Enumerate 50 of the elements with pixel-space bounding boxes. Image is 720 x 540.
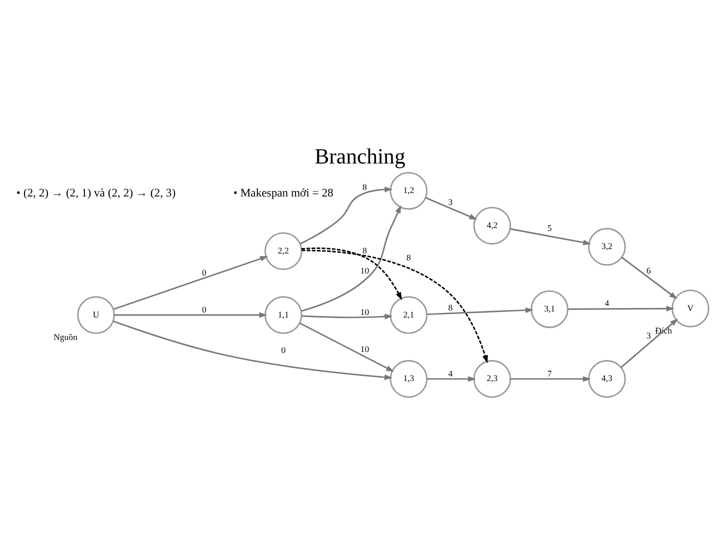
arrow xyxy=(425,197,478,220)
edge-label: 8 xyxy=(362,246,367,256)
node-circle: 3,2 xyxy=(588,228,626,266)
arrow xyxy=(427,307,534,316)
node-circle: 1,2 xyxy=(390,172,428,210)
edge-label: 0 xyxy=(281,345,286,356)
arrow xyxy=(113,256,268,310)
edge-label: 10 xyxy=(360,306,370,317)
arrow xyxy=(620,318,678,368)
node-circle: 2,2 xyxy=(264,232,302,270)
arrow xyxy=(510,376,591,382)
arrow xyxy=(621,256,678,300)
arrow xyxy=(427,376,476,382)
node-circle: 1,1 xyxy=(264,296,302,334)
edge-label: 10 xyxy=(360,265,370,276)
node-circle: 2,1 xyxy=(390,296,428,334)
node-circle: 1,3 xyxy=(390,360,428,398)
edge-label: 8 xyxy=(406,252,411,262)
arrow xyxy=(510,228,592,246)
arrow xyxy=(302,250,488,364)
edge-label: 3 xyxy=(448,197,453,208)
edge-label: 4 xyxy=(448,368,453,378)
node-circle: 4,2 xyxy=(473,206,512,245)
arrow xyxy=(302,314,393,320)
edge-label: 5 xyxy=(547,223,552,234)
arrow xyxy=(114,312,268,318)
node-label: Nguồn xyxy=(54,332,78,342)
arrow xyxy=(301,205,402,312)
node-circle: 2,3 xyxy=(473,360,512,398)
edge-label: 4 xyxy=(604,298,610,308)
arrow xyxy=(299,322,394,372)
edge-label: 3 xyxy=(646,330,651,341)
edge-label: 0 xyxy=(202,304,206,315)
edge-label: 7 xyxy=(547,368,552,378)
edge-label: 0 xyxy=(202,268,206,278)
edge-label: 8 xyxy=(362,182,367,192)
edge-label: 10 xyxy=(360,344,370,354)
arrow xyxy=(113,320,393,380)
label: • (2, 2) → (2, 1) và (2, 2) → (2, 3) xyxy=(16,186,176,200)
arrow xyxy=(301,247,402,300)
node-circle: 3,1 xyxy=(530,290,568,328)
arrow xyxy=(568,306,674,312)
edge-label: 8 xyxy=(448,302,453,312)
diagram-title: Branching xyxy=(314,144,406,168)
node-circle: 4,3 xyxy=(588,360,626,398)
arrow xyxy=(300,186,393,244)
node-circle: U xyxy=(77,296,115,334)
label: • Makespan mới = 28 xyxy=(233,186,334,200)
edge-label: 6 xyxy=(646,265,651,276)
node-circle: V xyxy=(672,290,710,328)
